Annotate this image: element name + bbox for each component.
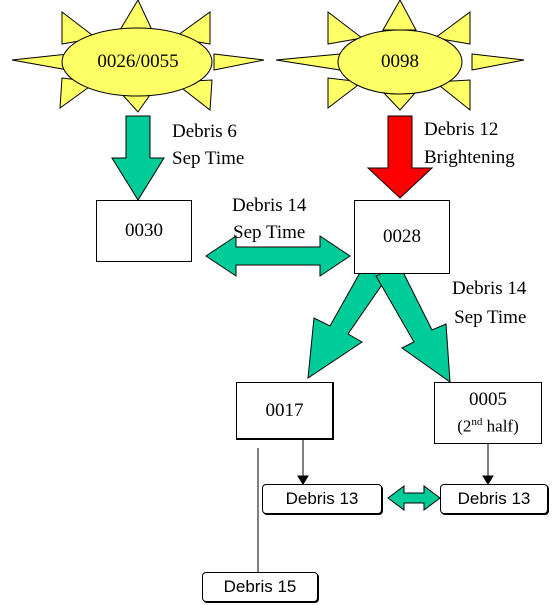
node-0005-suffix: half) — [482, 416, 519, 436]
label-debris14-d-line2: Sep Time — [454, 307, 527, 328]
sun-ray — [119, 0, 153, 31]
red-down-arrow — [366, 115, 434, 199]
green-small-double-arrow — [387, 485, 441, 511]
sun-ray — [433, 79, 471, 112]
sun-body — [61, 27, 213, 97]
node-debris15-text: Debris 15 — [223, 577, 297, 596]
label-debris14-h-line1: Debris 14 — [232, 195, 307, 216]
label-debris14-horizontal: Debris 14 Sep Time — [232, 192, 306, 246]
sun-ray — [11, 53, 69, 71]
label-debris12-line1: Debris 12 — [424, 119, 499, 140]
node-0030-text: 0030 — [125, 220, 163, 241]
sun-right-text: 0098 — [381, 51, 419, 72]
sun-ray — [471, 53, 525, 71]
sun-right-burst — [275, 0, 525, 112]
node-0030: 0030 — [96, 200, 192, 262]
label-debris6-line2: Sep Time — [172, 148, 245, 169]
node-0028-text: 0028 — [383, 226, 421, 247]
arrowhead — [482, 475, 494, 485]
sun-ray — [213, 53, 265, 71]
node-0017: 0017 — [236, 382, 334, 440]
node-0028: 0028 — [354, 200, 450, 274]
node-0005-line1: 0005 — [469, 388, 507, 410]
node-debris13-right-text: Debris 13 — [457, 489, 531, 508]
sun-ray — [327, 77, 364, 110]
label-debris14-diagonal: Debris 14 Sep Time — [452, 274, 526, 332]
sun-ray — [433, 11, 471, 45]
green-diagonal-arrow-right — [375, 265, 451, 384]
sun-left-label: 0026/0055 — [72, 46, 204, 78]
sun-ray — [382, 0, 417, 31]
thin-arrows — [252, 438, 494, 594]
green-down-arrow — [111, 115, 165, 201]
sun-right-label: 0098 — [350, 46, 450, 78]
node-0017-text: 0017 — [265, 399, 304, 421]
arrowhead — [297, 475, 309, 485]
node-0005-line2: (2nd half) — [457, 411, 519, 438]
label-debris6-line1: Debris 6 — [172, 121, 237, 142]
label-debris14-h-line2: Sep Time — [233, 222, 306, 243]
label-debris6: Debris 6 Sep Time — [172, 118, 244, 172]
label-debris12: Debris 12 Brightening — [424, 116, 515, 172]
sun-ray — [275, 53, 341, 71]
sun-left-text: 0026/0055 — [97, 51, 179, 72]
sun-ray — [327, 10, 364, 45]
sun-ray — [381, 91, 418, 111]
green-double-arrow — [205, 235, 351, 277]
label-debris14-d-line1: Debris 14 — [452, 278, 527, 299]
green-diagonal-arrow-left — [307, 261, 389, 380]
sun-body — [337, 29, 463, 95]
node-0005-prefix: (2 — [457, 416, 472, 436]
node-0005-sup: nd — [471, 415, 483, 428]
node-debris15: Debris 15 — [202, 572, 318, 602]
node-debris13-right: Debris 13 — [440, 484, 548, 514]
node-debris13-left: Debris 13 — [262, 484, 382, 514]
label-debris12-line2: Brightening — [424, 147, 515, 168]
sun-left-burst — [11, 0, 265, 113]
node-0005: 0005 (2nd half) — [434, 382, 542, 444]
node-debris13-left-text: Debris 13 — [285, 489, 359, 508]
